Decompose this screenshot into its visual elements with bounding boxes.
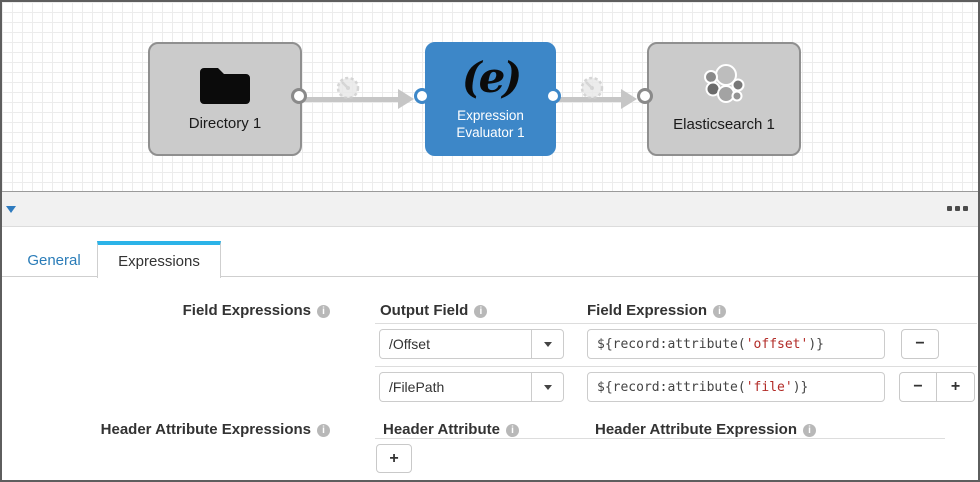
more-options-icon[interactable]: [947, 206, 968, 211]
remove-row-button[interactable]: −: [899, 372, 937, 402]
info-icon[interactable]: i: [713, 305, 727, 318]
info-icon[interactable]: i: [803, 424, 816, 437]
output-port-expression-evaluator[interactable]: [545, 88, 561, 104]
stage-label: Directory 1: [188, 115, 262, 133]
chevron-down-icon[interactable]: [531, 373, 563, 401]
detail-pane-header: [2, 192, 978, 227]
output-field-select[interactable]: /FilePath: [379, 372, 564, 402]
input-port-expression-evaluator[interactable]: [414, 88, 430, 104]
tab-expressions[interactable]: Expressions: [97, 241, 221, 278]
stage-label: Elasticsearch 1: [673, 116, 775, 134]
info-icon[interactable]: i: [317, 424, 330, 437]
stage-expression-evaluator[interactable]: (e) Expression Evaluator 1: [425, 42, 556, 156]
info-icon[interactable]: i: [505, 424, 519, 437]
output-field-select[interactable]: /Offset: [379, 329, 564, 359]
add-row-button[interactable]: +: [937, 372, 975, 402]
divider: [375, 323, 977, 324]
folder-icon: [200, 68, 250, 105]
output-field-value: /FilePath: [389, 379, 445, 395]
link-arrowhead: [398, 89, 414, 109]
divider: [375, 438, 945, 439]
remove-row-button[interactable]: −: [901, 329, 939, 359]
collapse-pane-caret-icon[interactable]: [6, 206, 16, 213]
tab-general[interactable]: General: [27, 252, 81, 269]
config-tab-bar: General Expressions: [2, 227, 978, 278]
info-icon[interactable]: i: [317, 305, 330, 318]
field-expression-input[interactable]: ${record:attribute('file')}: [587, 372, 885, 402]
pipeline-canvas[interactable]: Directory 1 (e) Expression Evaluator 1 E…: [2, 2, 978, 192]
link-expression-to-elasticsearch[interactable]: [556, 97, 625, 102]
output-field-value: /Offset: [389, 336, 430, 352]
link-directory-to-expression[interactable]: [302, 97, 402, 102]
chevron-down-icon[interactable]: [531, 330, 563, 358]
elasticsearch-icon: [704, 64, 745, 104]
divider: [375, 366, 977, 367]
output-port-directory[interactable]: [291, 88, 307, 104]
input-port-elasticsearch[interactable]: [637, 88, 653, 104]
expression-evaluator-icon: (e): [461, 52, 522, 102]
stage-label: Expression Evaluator 1: [456, 107, 525, 140]
link-metrics-gauge-icon: [580, 76, 604, 100]
stage-elasticsearch[interactable]: Elasticsearch 1: [647, 42, 801, 156]
link-metrics-gauge-icon: [336, 76, 360, 100]
field-expression-input[interactable]: ${record:attribute('offset')}: [587, 329, 885, 359]
row-action-buttons: − +: [899, 372, 975, 402]
info-icon[interactable]: i: [474, 305, 488, 318]
link-arrowhead: [621, 89, 637, 109]
add-header-attribute-button[interactable]: +: [376, 444, 412, 473]
stage-directory[interactable]: Directory 1: [148, 42, 302, 156]
